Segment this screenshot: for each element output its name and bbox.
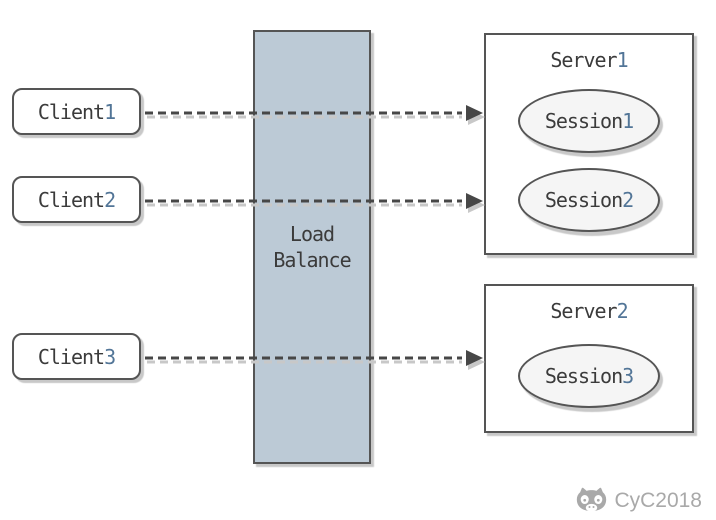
github-octocat-icon — [575, 487, 608, 515]
session2-num: 2 — [622, 188, 634, 212]
server2-node: Server2 Session3 — [484, 284, 694, 433]
session3-label: Session3 — [544, 364, 634, 388]
client3-num: 3 — [104, 344, 116, 369]
session1-label: Session1 — [544, 109, 634, 133]
watermark: CyC2018 — [575, 487, 702, 515]
server2-title-num: 2 — [616, 299, 629, 323]
server2-title-word: Server — [550, 299, 617, 323]
server1-title-num: 1 — [616, 48, 629, 72]
server1-node: Server1 Session1 Session2 — [484, 33, 694, 255]
session1-node: Session1 — [518, 89, 660, 153]
client2-label: Client2 — [37, 187, 116, 212]
session3-node: Session3 — [518, 344, 660, 408]
client1-num: 1 — [104, 99, 116, 124]
load-balancer-line2: Balance — [273, 248, 351, 272]
session1-num: 1 — [622, 109, 634, 133]
client3-word: Client — [37, 344, 105, 369]
client1-node: Client1 — [12, 88, 141, 135]
watermark-text: CyC2018 — [614, 489, 702, 512]
server2-title: Server2 — [486, 299, 692, 323]
session1-word: Session — [544, 109, 623, 133]
client2-node: Client2 — [12, 176, 141, 223]
load-balancer-line1: Load — [289, 222, 335, 246]
client1-label: Client1 — [37, 99, 116, 124]
session2-word: Session — [544, 188, 623, 212]
client1-word: Client — [37, 99, 105, 124]
client2-num: 2 — [104, 187, 116, 212]
session3-num: 3 — [622, 364, 634, 388]
session2-label: Session2 — [544, 188, 634, 212]
server1-title-word: Server — [550, 48, 617, 72]
session2-node: Session2 — [518, 168, 660, 232]
load-balancer-label: Load Balance — [273, 221, 351, 273]
session3-word: Session — [544, 364, 623, 388]
server1-title: Server1 — [486, 48, 692, 72]
client3-label: Client3 — [37, 344, 116, 369]
load-balancer-node: Load Balance — [253, 30, 371, 464]
client3-node: Client3 — [12, 333, 141, 380]
client2-word: Client — [37, 187, 105, 212]
